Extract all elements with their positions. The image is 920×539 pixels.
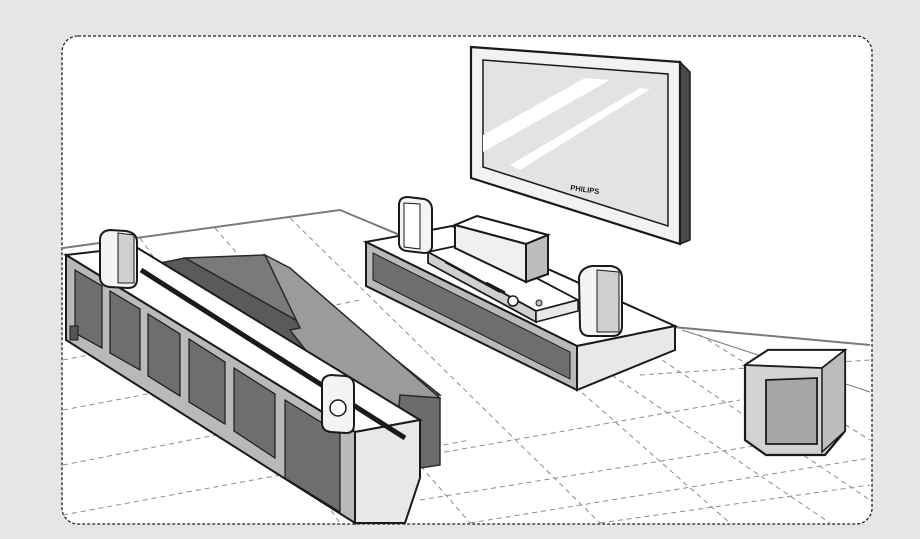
- volume-knob-icon: [507, 295, 519, 307]
- center-speaker: [451, 214, 552, 284]
- subwoofer: [742, 348, 848, 457]
- speaker-driver-icon: [329, 399, 347, 417]
- flat-panel-tv: PHILIPS: [469, 45, 691, 246]
- front-right-speaker: [577, 265, 623, 337]
- dvd-player-unit: [425, 242, 581, 324]
- rear-left-speaker: [99, 228, 138, 290]
- subwoofer-grille: [765, 377, 818, 445]
- tv-brand-label: PHILIPS: [570, 183, 600, 196]
- sideboard-door-panels: [74, 268, 341, 514]
- front-left-speaker: [398, 195, 433, 255]
- rear-right-speaker: [321, 373, 355, 435]
